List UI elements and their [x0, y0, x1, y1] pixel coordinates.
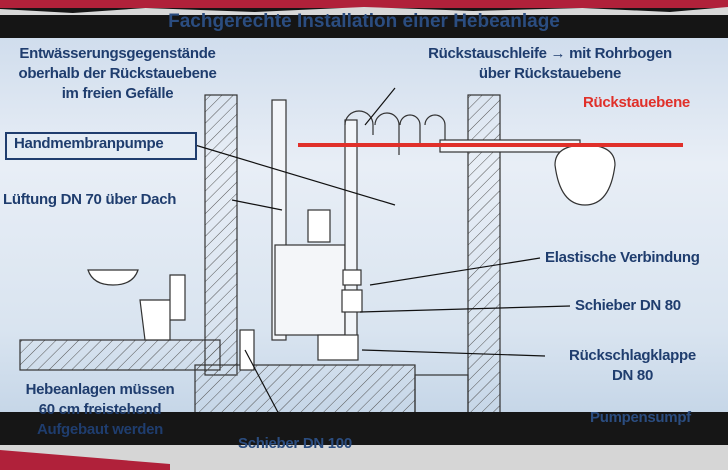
label-hebeanlagen: Hebeanlagen müssen 60 cm freistehend Auf… — [5, 380, 195, 440]
label-line: Hebeanlagen müssen — [25, 381, 175, 398]
label-line: 60 cm freistehend — [38, 401, 162, 418]
slide-valve-dn80 — [342, 269, 362, 286]
torn-paper-top — [0, 7, 728, 15]
label-line: Rückschlagklappe — [569, 347, 696, 364]
label-line: Aufgebaut werden — [36, 421, 164, 438]
sump — [414, 374, 469, 416]
tank — [274, 244, 346, 336]
pump-base — [317, 334, 359, 361]
backflow-loop — [344, 110, 446, 155]
label-elastische-verbindung: Elastische Verbindung — [545, 249, 700, 266]
label-schieber-dn80: Schieber DN 80 — [575, 297, 681, 314]
label-pumpensumpf: Pumpensumpf — [590, 409, 691, 426]
label-line: Entwässerungsgegenstände — [19, 45, 216, 62]
label-handmembranpumpe: Handmembranpumpe — [14, 135, 164, 152]
floor-left — [19, 339, 221, 371]
label-rueckschlagklappe: Rückschlagklappe DN 80 — [545, 346, 720, 386]
leader-rueckschlag — [361, 349, 546, 357]
label-line: DN 80 — [611, 367, 654, 384]
label-rueckstauschleife: Rückstauschleife → mit Rohrbogen über Rü… — [390, 44, 710, 84]
toilet — [139, 274, 186, 341]
label-line: oberhalb der Rückstauebene — [18, 65, 217, 82]
label-line: Rückstauschleife → mit Rohrbogen — [428, 45, 672, 62]
left-wall — [204, 94, 238, 376]
riser-pipe — [344, 119, 358, 351]
leader-handmembranpumpe — [194, 144, 396, 206]
top-red-strip — [0, 0, 728, 8]
leader-schieber80 — [359, 305, 571, 313]
washbasin — [87, 269, 139, 286]
label-schieber-dn100: Schieber DN 100 — [238, 435, 352, 452]
leader-lueftung — [231, 199, 283, 211]
label-line: im freien Gefälle — [61, 85, 174, 102]
control-box — [307, 209, 331, 243]
label-entwaesserung: Entwässerungsgegenstände oberhalb der Rü… — [5, 44, 230, 104]
leader-rueckstauschleife — [364, 87, 396, 126]
wc-bowl — [554, 144, 616, 206]
label-rueckstauebene: Rückstauebene — [583, 94, 690, 111]
label-lueftung: Lüftung DN 70 über Dach — [3, 191, 177, 208]
leader-elastische — [369, 257, 541, 286]
check-valve — [341, 289, 363, 313]
diagram-title: Fachgerechte Installation einer Hebeanla… — [168, 11, 560, 32]
label-line: über Rückstauebene — [478, 65, 622, 82]
floor-slab — [194, 364, 416, 416]
handmembranpumpe-box — [5, 132, 197, 160]
